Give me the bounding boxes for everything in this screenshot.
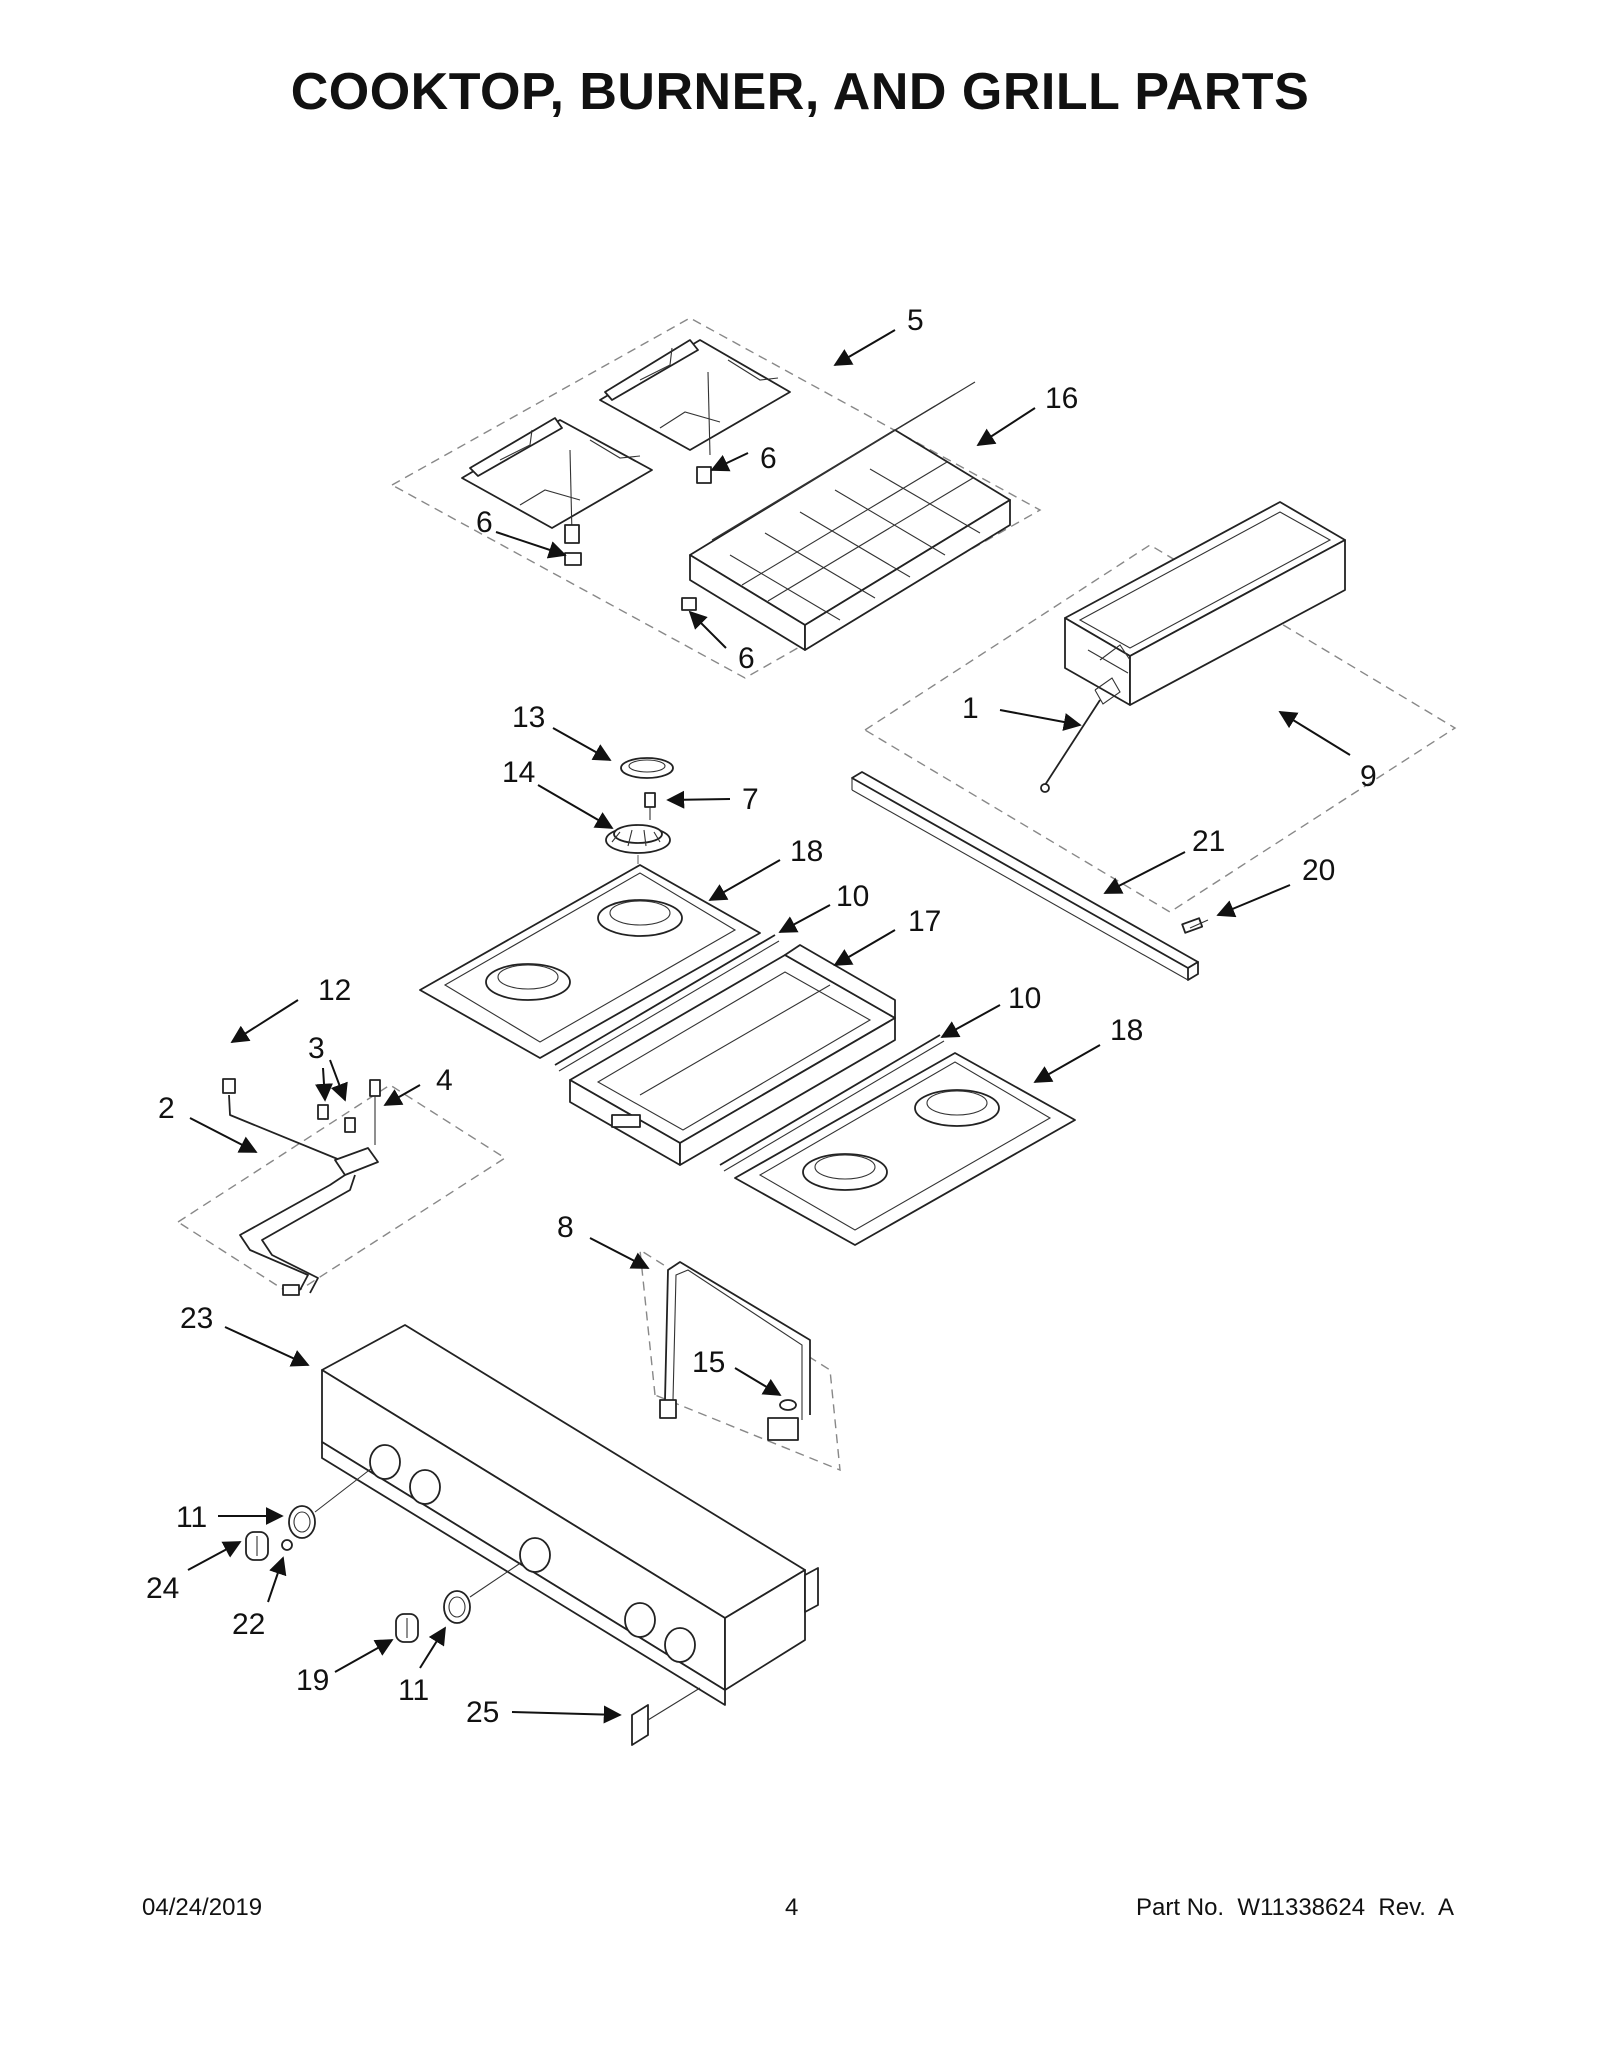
callout-11: 11	[398, 1674, 429, 1707]
assembly-guide	[647, 1687, 701, 1721]
callout-6: 6	[760, 442, 777, 475]
callout-1: 1	[962, 692, 979, 725]
callout-17: 17	[908, 905, 941, 938]
gas-tube	[659, 1261, 811, 1441]
callout-20: 20	[1302, 854, 1335, 887]
callout-18: 18	[1110, 1014, 1143, 1047]
rail-screw	[1181, 917, 1209, 934]
callout-3: 3	[308, 1032, 325, 1065]
valve-assembly	[222, 1078, 381, 1296]
callout-5: 5	[907, 304, 924, 337]
burner-cap	[620, 757, 674, 779]
bezel-upper	[288, 1505, 316, 1539]
callout-10: 10	[1008, 982, 1041, 1015]
footer-date: 04/24/2019	[142, 1894, 263, 1921]
knob-lower	[395, 1613, 419, 1643]
callout-14: 14	[502, 756, 535, 789]
burner-box	[569, 944, 896, 1166]
callout-8: 8	[557, 1211, 574, 1244]
callout-22: 22	[232, 1608, 265, 1641]
callout-10: 10	[836, 880, 869, 913]
valve-outline	[176, 1084, 507, 1296]
callout-11: 11	[176, 1501, 207, 1534]
callout-labels: 5 16 6 6 6 1 9 13 14 7 18 10 17 21 20 12…	[146, 304, 1377, 1729]
gas-fitting	[779, 1399, 797, 1411]
grill-module	[1040, 501, 1346, 793]
callout-leaders	[187, 329, 1351, 1724]
bezel-lower	[443, 1590, 471, 1624]
callout-12: 12	[318, 974, 351, 1007]
burner-base	[605, 824, 671, 854]
callout-2: 2	[158, 1092, 175, 1125]
control-panel	[321, 1324, 819, 1706]
bracket	[631, 1704, 649, 1746]
footer-part-number: Part No. W11338624 Rev. A	[1136, 1894, 1454, 1921]
screw	[644, 792, 656, 820]
assembly-guide	[469, 1561, 523, 1598]
callout-15: 15	[692, 1346, 725, 1379]
callout-6: 6	[738, 642, 755, 675]
burner-tray-left	[419, 864, 761, 1059]
callout-23: 23	[180, 1302, 213, 1335]
callout-24: 24	[146, 1572, 179, 1605]
callout-18: 18	[790, 835, 823, 868]
screw-small	[281, 1539, 293, 1551]
callout-7: 7	[742, 783, 759, 816]
knob-upper	[245, 1531, 269, 1561]
grate-foot	[564, 552, 582, 566]
callout-13: 13	[512, 701, 545, 734]
rail-strip	[851, 771, 1199, 981]
callout-19: 19	[296, 1664, 329, 1697]
callout-4: 4	[436, 1064, 453, 1097]
callout-9: 9	[1360, 760, 1377, 793]
page-title: COOKTOP, BURNER, AND GRILL PARTS	[290, 63, 1310, 121]
gasket-right	[719, 1034, 945, 1172]
gasket-left	[554, 934, 780, 1072]
grates-outline	[390, 317, 1042, 679]
gas-tube-outline	[639, 1248, 841, 1472]
footer-page-number: 4	[785, 1894, 799, 1921]
assembly-guide	[314, 1467, 373, 1513]
burner-tray-right	[734, 1052, 1076, 1246]
callout-21: 21	[1192, 825, 1225, 858]
griddle-outline	[863, 544, 1457, 913]
burner-grate-left	[461, 417, 653, 544]
callout-6: 6	[476, 506, 493, 539]
callout-16: 16	[1045, 382, 1078, 415]
burner-grate-right	[599, 339, 791, 484]
callout-25: 25	[466, 1696, 499, 1729]
grill-grate	[681, 381, 1011, 651]
